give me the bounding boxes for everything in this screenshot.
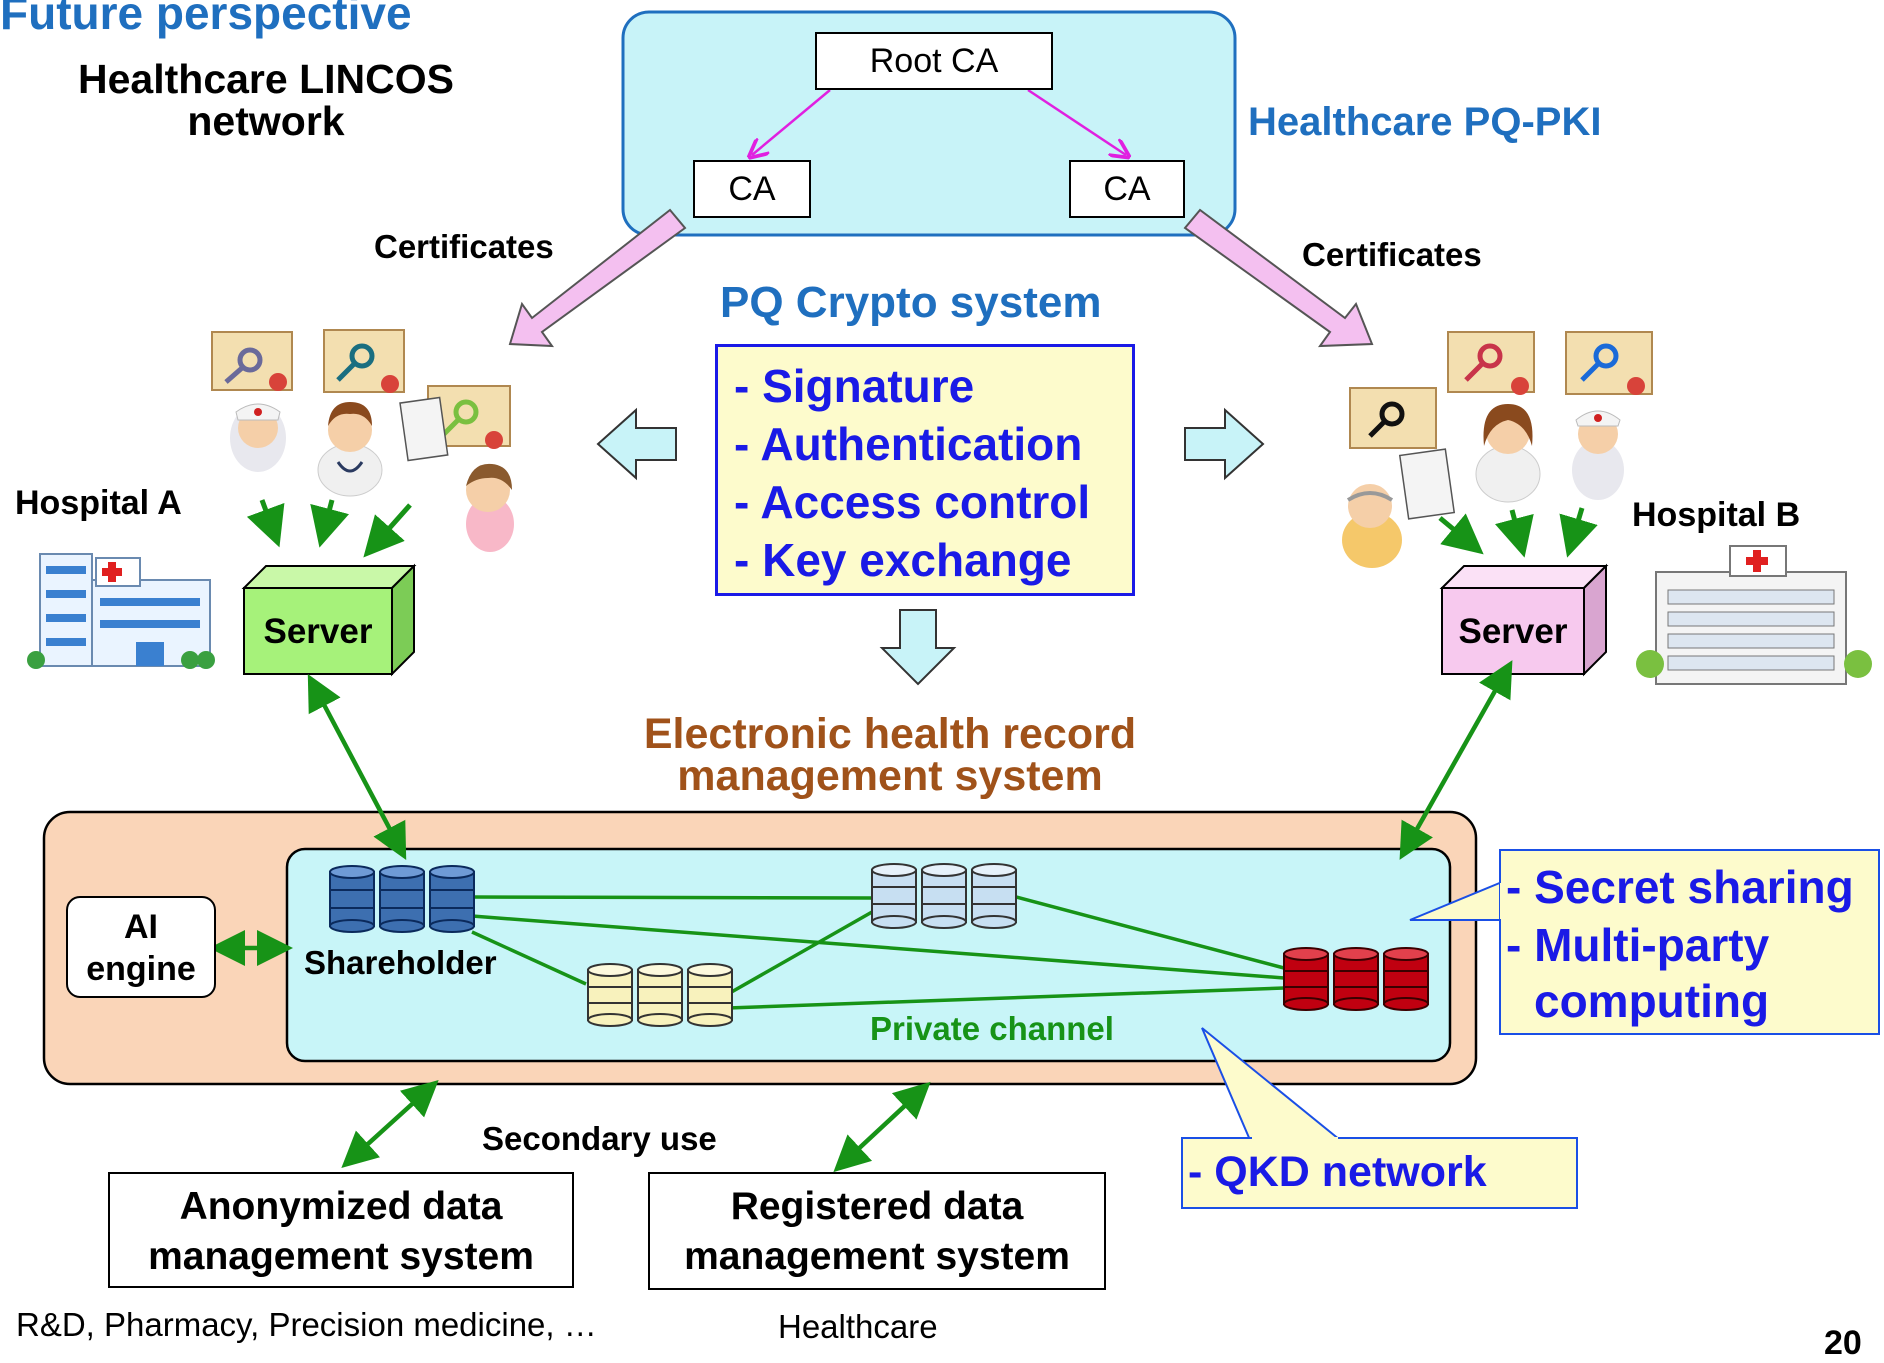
- slide-title: Future perspective: [0, 0, 412, 39]
- registered-arrow: [833, 1081, 931, 1173]
- registered-label-line1: Registered data: [730, 1185, 1024, 1228]
- crypto-item-access-control: - Access control: [734, 476, 1091, 528]
- ai-engine-box: AI engine: [66, 896, 216, 998]
- secret-sharing-label: - Secret sharing: [1506, 861, 1854, 913]
- crypto-right-arrow: [1184, 407, 1265, 481]
- shareholder-db-red: [1283, 947, 1429, 1011]
- certificate-icon: [1447, 331, 1535, 395]
- ehr-title-line2: management system: [677, 752, 1103, 800]
- server-b-ehr-arrow: [1399, 660, 1513, 860]
- crypto-left-arrow: [596, 407, 677, 481]
- crypto-item-key-exchange: - Key exchange: [734, 534, 1072, 586]
- certificates-left-arrow: [508, 208, 687, 348]
- arrow-patient-a: [363, 503, 412, 558]
- crypto-item-signature: - Signature: [734, 360, 975, 412]
- root-to-ca-left-arrow: [752, 89, 831, 155]
- multiparty-label-line1: - Multi-party: [1506, 919, 1770, 971]
- root-to-ca-right-arrow: [1027, 88, 1126, 155]
- server-b-box: [1439, 563, 1609, 677]
- registered-data-box: Registered data management system: [648, 1172, 1106, 1290]
- ca-left-box: CA: [693, 160, 811, 218]
- arrow-patient-b: [1438, 513, 1484, 555]
- certificates-left-label: Certificates: [374, 228, 554, 265]
- pki-label: Healthcare PQ-PKI: [1248, 100, 1602, 144]
- private-channel-label: Private channel: [870, 1010, 1114, 1047]
- network-label: Healthcare LINCOS network: [78, 56, 454, 144]
- registered-caption: Healthcare: [778, 1308, 938, 1345]
- server-b-label: Server: [1458, 612, 1568, 651]
- crypto-box: - Signature - Authentication - Access co…: [715, 344, 1135, 596]
- arrow-doctor-a: [310, 499, 349, 548]
- crypto-title: PQ Crypto system: [720, 278, 1102, 327]
- anonymized-caption: R&D, Pharmacy, Precision medicine, …: [16, 1306, 597, 1343]
- server-a-label: Server: [263, 612, 373, 651]
- certificate-icon: [1349, 387, 1437, 449]
- hospital-a-label: Hospital A: [15, 484, 182, 522]
- multiparty-label-line2: computing: [1534, 975, 1770, 1027]
- secondary-use-label: Secondary use: [482, 1120, 717, 1157]
- arrow-nurse-b: [1559, 507, 1598, 558]
- private-channel-lines: [471, 895, 1285, 1010]
- shareholder-db-light: [871, 863, 1017, 929]
- hospital-a-building: [27, 553, 215, 669]
- certificates-right-arrow: [1183, 208, 1374, 348]
- certificate-icon: [1565, 331, 1653, 395]
- secret-sharing-callout: [1499, 849, 1880, 1035]
- qkd-label: - QKD network: [1188, 1148, 1487, 1196]
- patient-child-icon: [399, 396, 514, 552]
- ai-engine-label-line1: AI: [124, 908, 158, 946]
- page-number: 20: [1824, 1324, 1862, 1362]
- hospital-b-building: [1636, 545, 1872, 685]
- anonymized-label-line2: management system: [148, 1235, 534, 1278]
- shareholder-db-yellow: [587, 963, 733, 1027]
- qkd-callout: [1181, 1137, 1578, 1209]
- nurse-icon: [230, 403, 286, 472]
- ca-right-box: CA: [1069, 160, 1185, 218]
- patient-elderly-icon: [1342, 448, 1456, 568]
- ehr-title-line1: Electronic health record: [643, 710, 1137, 758]
- registered-label-line2: management system: [684, 1235, 1070, 1278]
- doctor-female-icon: [1475, 404, 1541, 503]
- certificate-icon: [323, 329, 405, 393]
- anonymized-data-box: Anonymized data management system: [108, 1172, 574, 1288]
- shareholder-db-blue: [329, 865, 475, 933]
- nurse-icon: [1572, 410, 1624, 500]
- certificate-icon: [211, 331, 293, 391]
- shareholder-label: Shareholder: [304, 944, 497, 981]
- arrow-nurse-a: [246, 499, 285, 548]
- crypto-down-arrow: [879, 609, 957, 686]
- certificates-right-label: Certificates: [1302, 236, 1482, 273]
- anonymized-arrow: [341, 1079, 439, 1169]
- hospital-b-label: Hospital B: [1632, 496, 1801, 534]
- arrow-doctor-b: [1495, 509, 1534, 558]
- server-a-ehr-arrow: [307, 674, 407, 860]
- doctor-icon: [317, 402, 383, 497]
- root-ca-box: Root CA: [815, 32, 1053, 90]
- server-a-box: [241, 563, 417, 677]
- ai-engine-label-line2: engine: [86, 950, 196, 988]
- crypto-item-authentication: - Authentication: [734, 418, 1083, 470]
- anonymized-label-line1: Anonymized data: [179, 1185, 503, 1228]
